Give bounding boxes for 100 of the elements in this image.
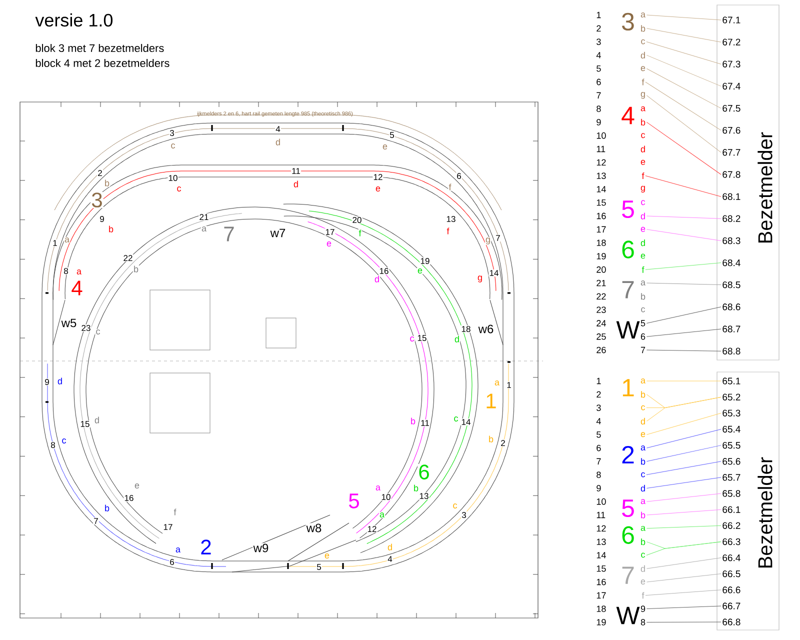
segment-number: 1 xyxy=(506,381,512,389)
detector-address: 65.4 xyxy=(722,426,740,433)
segment-number: 6 xyxy=(169,558,175,566)
segment-number: 2 xyxy=(500,439,506,447)
connector-line xyxy=(646,509,722,516)
section-letter: b xyxy=(410,417,416,425)
segment-number: 7 xyxy=(93,517,99,525)
section-letter: d xyxy=(454,335,460,343)
row-number: 17 xyxy=(596,592,606,598)
row-number: 7 xyxy=(596,458,601,464)
section-letter: b xyxy=(641,118,646,126)
row-number: 10 xyxy=(596,132,606,139)
row-number: 9 xyxy=(596,485,601,492)
section-letter: c xyxy=(641,307,646,312)
detector-address: 66.8 xyxy=(722,618,740,626)
segment-number: 16 xyxy=(124,494,134,502)
row-number: 6 xyxy=(596,444,601,452)
detector-address: 67.8 xyxy=(722,171,740,178)
segment-number: 14 xyxy=(488,269,500,277)
block-number: 7 xyxy=(622,281,634,298)
row-number: 24 xyxy=(596,320,606,326)
section-letter: c xyxy=(170,142,176,150)
section-letter: d xyxy=(640,240,645,246)
section-letter: b xyxy=(488,435,494,443)
connector-line xyxy=(646,68,722,109)
section-letter: d xyxy=(56,377,64,385)
section-letter: 5 xyxy=(640,320,646,326)
row-number: 5 xyxy=(596,431,601,438)
segment-number: 13 xyxy=(446,215,456,223)
row-number: 5 xyxy=(596,65,601,72)
row-number: 12 xyxy=(596,525,606,532)
segment-number: 1 xyxy=(52,239,58,247)
connector-line xyxy=(646,122,722,175)
section-letter: a xyxy=(174,546,182,554)
block-number: 2 xyxy=(622,446,634,464)
row-number: 17 xyxy=(596,226,606,232)
detector-address: 68.3 xyxy=(722,237,740,244)
section-letter: c xyxy=(641,133,646,138)
row-number: 1 xyxy=(596,378,601,384)
detector-address: 68.4 xyxy=(722,259,740,266)
section-letter: f xyxy=(642,266,644,273)
connector-line xyxy=(646,350,722,352)
detector-address: 65.6 xyxy=(722,458,740,465)
connector-line xyxy=(645,262,722,270)
segment-number: 19 xyxy=(420,257,430,265)
segment-number: 5 xyxy=(389,131,395,139)
section-letter: f xyxy=(642,78,644,86)
connector-line xyxy=(646,328,722,337)
section-letter: b xyxy=(104,504,110,512)
detector-address: 66.3 xyxy=(722,538,740,546)
section-letter: a xyxy=(640,526,646,531)
segment-number: 8 xyxy=(63,267,69,275)
section-letter: g xyxy=(640,92,645,99)
section-letter: f xyxy=(642,172,644,180)
detector-address: 68.8 xyxy=(722,348,740,354)
section-letter: f xyxy=(358,229,362,237)
row-number: 14 xyxy=(596,552,606,558)
segment-number: 6 xyxy=(456,172,462,180)
section-letter: d xyxy=(640,146,645,152)
row-number: 8 xyxy=(596,472,601,478)
connector-line xyxy=(646,445,722,462)
connector-line xyxy=(646,428,722,448)
connector-line xyxy=(646,229,722,241)
detector-address: 66.2 xyxy=(722,522,740,529)
section-letter: d xyxy=(386,543,394,551)
block-number: W xyxy=(616,606,640,624)
connector-line xyxy=(645,590,722,596)
segment-number: 17 xyxy=(324,228,336,236)
section-letter: e xyxy=(324,552,330,560)
row-number: 26 xyxy=(596,346,606,354)
section-letter: f xyxy=(446,227,450,235)
row-number: 19 xyxy=(596,619,606,626)
detector-address: 68.1 xyxy=(722,193,740,200)
section-letter: d xyxy=(640,565,645,572)
switch-label: w8 xyxy=(306,523,322,533)
section-letter: a xyxy=(378,512,386,518)
detector-address: 65.7 xyxy=(722,474,740,481)
connector-line xyxy=(646,54,722,86)
row-number: 4 xyxy=(596,418,601,424)
detector-address: 67.7 xyxy=(722,149,740,156)
block-number: 5 xyxy=(622,200,634,218)
segment-number: 3 xyxy=(169,129,175,137)
connector-line xyxy=(646,461,722,476)
segment-number: 14 xyxy=(460,418,472,426)
detector-address: 66.4 xyxy=(722,554,740,562)
connector-line xyxy=(646,412,722,435)
subtitle: blok 3 met 7 bezetmelders xyxy=(36,44,164,52)
section-letter: b xyxy=(641,538,646,546)
detector-address: 68.6 xyxy=(722,304,740,310)
connector-line xyxy=(646,14,722,20)
row-number: 3 xyxy=(596,38,601,45)
block-number: 5 xyxy=(348,493,360,509)
section-letter: g xyxy=(640,186,645,193)
section-letter: f xyxy=(448,183,452,191)
switch-label: w7 xyxy=(270,228,286,238)
block-number: 1 xyxy=(622,379,634,396)
section-letter: e xyxy=(382,144,388,150)
detector-address: 67.6 xyxy=(722,126,740,134)
detector-address: 65.5 xyxy=(722,442,740,449)
row-number: 15 xyxy=(596,565,606,572)
